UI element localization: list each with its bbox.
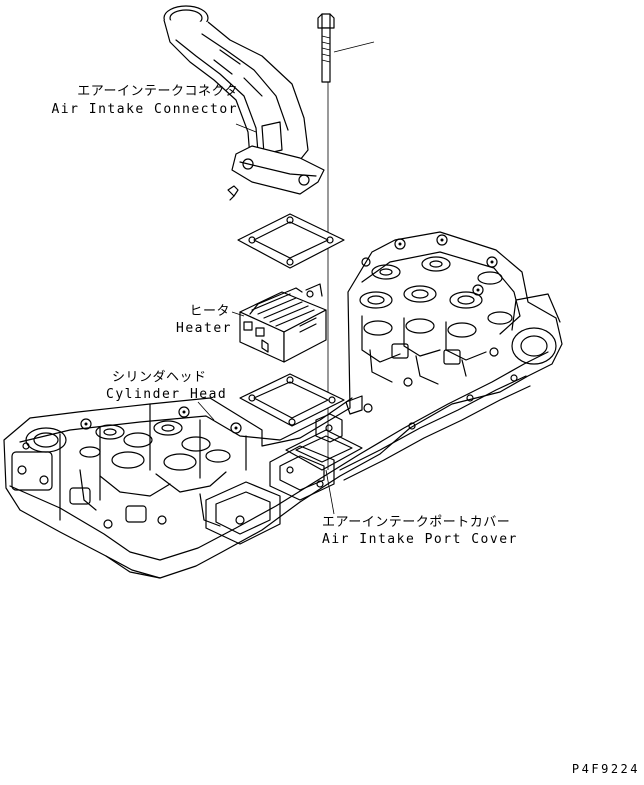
heater-label-jp: ヒータ	[189, 304, 230, 319]
gasket-upper-part	[237, 213, 345, 269]
heater-label-en: Heater	[176, 321, 232, 336]
bolt-part	[317, 13, 375, 83]
gasket-lower-part	[239, 373, 345, 427]
bolt-leader	[333, 41, 375, 53]
heater-part	[231, 283, 327, 363]
valve-cluster-left	[69, 406, 242, 529]
connector-label-en: Air Intake Connector	[51, 102, 238, 117]
connector-leader	[235, 123, 257, 133]
valve-cluster-right	[359, 234, 513, 413]
figure-code: P4F9224	[571, 762, 640, 776]
port-cover-label-en: Air Intake Port Cover	[322, 532, 518, 547]
cylinder-head-leader	[197, 401, 215, 421]
cylinder-head-label-en: Cylinder Head	[106, 387, 228, 402]
intake-port-region	[205, 395, 363, 545]
port-cover-label-jp: エアーインテークポートカバー	[322, 515, 511, 530]
connector-label-jp: エアーインテークコネクタ	[77, 84, 238, 99]
air-intake-connector-part	[163, 5, 325, 201]
port-cover-leader	[325, 469, 335, 515]
heater-leader	[231, 311, 245, 317]
air-intake-port-cover-part	[285, 429, 363, 515]
cylinder-head-part	[3, 231, 563, 579]
cylinder-head-label-jp: シリンダヘッド	[112, 370, 207, 385]
